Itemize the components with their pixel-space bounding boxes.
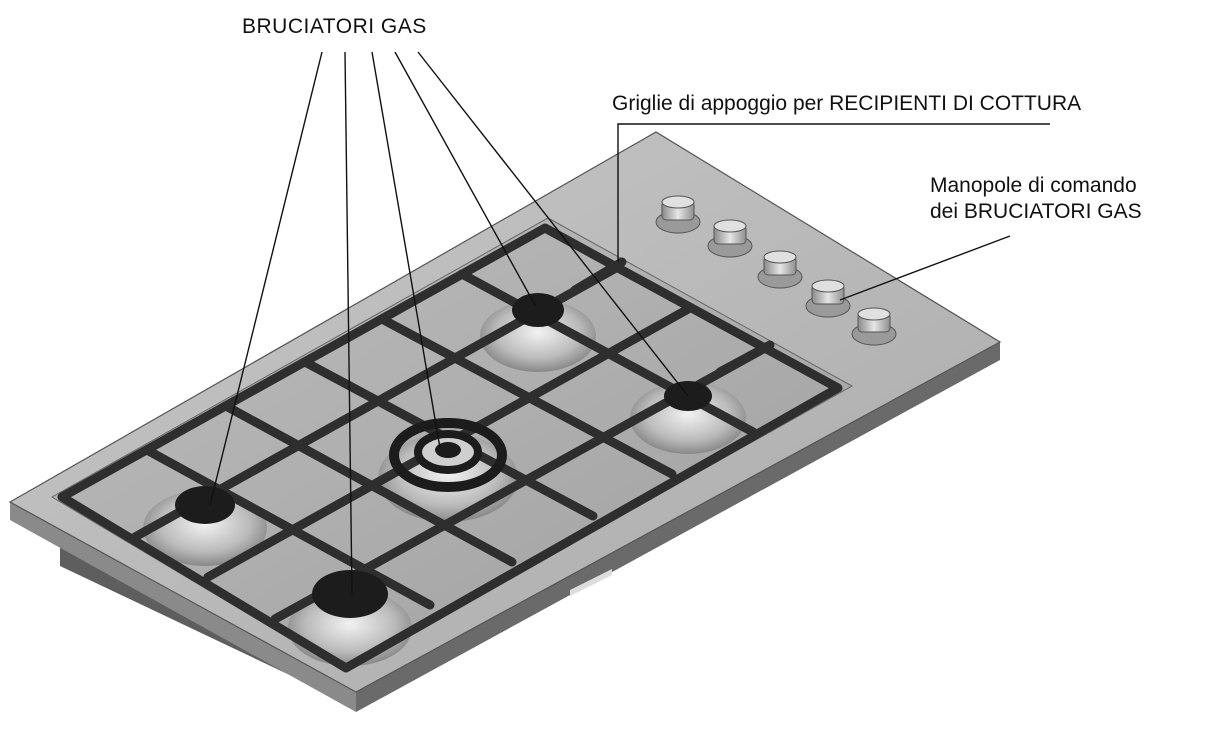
control-knob — [655, 195, 701, 234]
hob-body — [8, 131, 1002, 712]
leader-line-grates — [617, 123, 1050, 262]
label-control-knobs-line2: dei BRUCIATORI GAS — [930, 200, 1142, 223]
leader-line-burner-left — [209, 51, 323, 506]
burner-bowl — [143, 490, 267, 566]
control-knob — [707, 219, 753, 258]
label-gas-burners: BRUCIATORI GAS — [242, 15, 427, 38]
grate-spike — [715, 340, 775, 377]
control-knob — [757, 250, 803, 289]
leader-line-burner-back — [394, 51, 536, 306]
hob-right-edge — [356, 342, 1000, 712]
label-control-knobs: Manopole di comando dei BRUCIATORI GAS — [930, 173, 1142, 225]
burner-caps — [175, 293, 712, 618]
wok-burner-cap — [435, 442, 461, 458]
grate-bar — [142, 445, 435, 610]
label-control-knobs-line1: Manopole di comando — [930, 174, 1137, 197]
grate-spike — [570, 257, 627, 295]
control-knob — [805, 279, 851, 318]
leader-line-burner-wok — [371, 51, 441, 449]
grate-bar — [221, 401, 517, 567]
leader-line-burner-right — [417, 51, 689, 397]
nameplate — [570, 569, 612, 596]
grate-bar — [377, 314, 677, 479]
burner-cap — [312, 570, 388, 618]
wok-burner-outer-ring — [389, 418, 507, 492]
hob-front-edge — [10, 502, 356, 712]
label-pan-support-grates: Griglie di appoggio per RECIPIENTI DI CO… — [612, 92, 1082, 115]
burner-cap — [175, 486, 235, 524]
control-knob — [851, 307, 897, 346]
leader-line-knobs — [839, 235, 1011, 301]
leader-lines — [209, 51, 1050, 596]
burner-bowl — [630, 382, 746, 454]
leader-line-burner-front — [344, 51, 353, 596]
burner-bowl — [480, 300, 596, 372]
control-knobs — [655, 195, 897, 346]
burner-cap — [512, 293, 564, 327]
